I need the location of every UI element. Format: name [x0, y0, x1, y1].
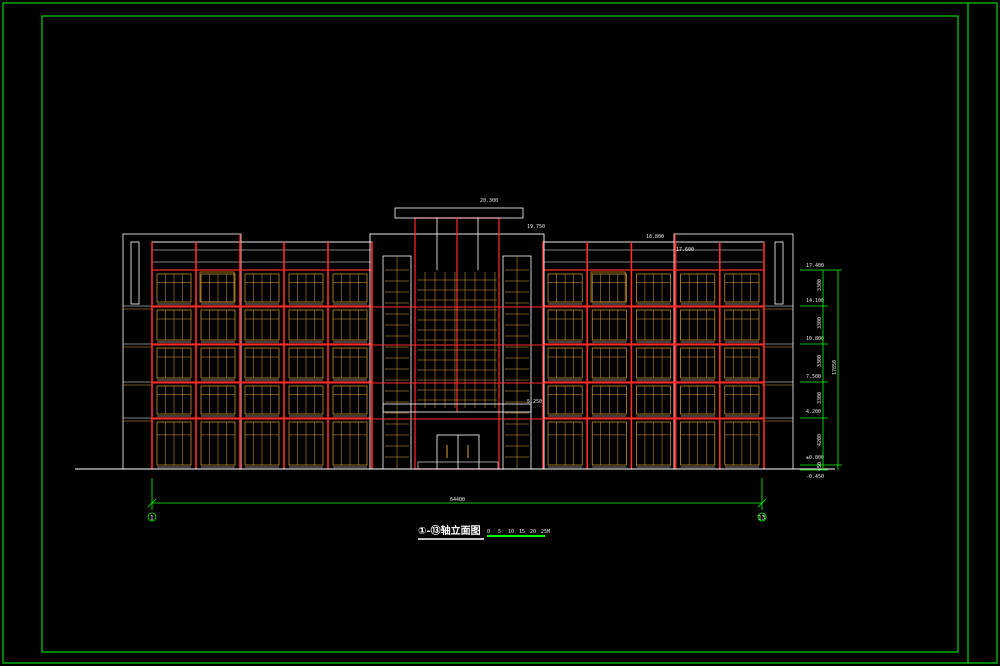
left-tall-window — [130, 241, 140, 305]
total-height-label: 17850 — [832, 360, 838, 375]
building-elevation — [122, 207, 794, 470]
level-label: ±0.000 — [806, 455, 824, 461]
level-label: 17.400 — [806, 263, 824, 269]
dim-label: 450 — [817, 462, 823, 471]
entrance-canopy — [382, 403, 532, 413]
dim-label: 3300 — [817, 279, 823, 291]
drawing-title: ①-⑬轴立面图 — [418, 524, 481, 537]
dim-label: 3300 — [817, 355, 823, 367]
scale-label: 15 — [519, 529, 525, 535]
left-end-block — [122, 233, 242, 470]
dim-label: 3300 — [817, 317, 823, 329]
right-tall-window — [774, 241, 784, 305]
inner-frame — [41, 15, 959, 653]
parapet-elevation: 19.750 — [527, 224, 545, 230]
roof-canopy — [394, 207, 524, 219]
level-label: 7.500 — [806, 374, 821, 380]
scale-label: 5 — [498, 529, 501, 535]
level-label: 4.200 — [806, 409, 821, 415]
dim-label: 3300 — [817, 392, 823, 404]
axis-bubble-left: 1 — [147, 512, 157, 522]
side-parapet-elevation: 18.800 — [646, 234, 664, 240]
roof-top-elevation: 20.300 — [480, 198, 498, 204]
horizontal-dimension — [147, 478, 767, 510]
level-label: 14.100 — [806, 298, 824, 304]
dim-label: 4200 — [817, 434, 823, 446]
overall-dimension: 64400 — [450, 497, 465, 503]
vertical-dimensions — [800, 269, 842, 471]
scale-label: 10 — [508, 529, 514, 535]
level-labels: 17.400 14.100 10.800 7.500 4.200 ±0.000 … — [806, 263, 824, 480]
svg-text:13: 13 — [758, 515, 766, 522]
level-label: -0.450 — [806, 474, 824, 480]
segment-dim-labels: 3300 3300 3300 3300 4200 450 17850 — [817, 279, 838, 471]
scale-bar-labels: 0 5 10 15 20 25M — [487, 529, 550, 535]
right-parapet-elevation: 17.600 — [676, 247, 694, 253]
axis-bubble-right: 13 — [757, 512, 767, 522]
canopy-elevation: 5.250 — [527, 399, 542, 405]
scale-label: 20 — [530, 529, 536, 535]
upper-window — [199, 271, 235, 303]
upper-window — [590, 271, 626, 303]
scale-label: 25M — [541, 529, 550, 535]
svg-text:1: 1 — [150, 515, 154, 522]
scale-label: 0 — [487, 529, 490, 535]
level-label: 10.800 — [806, 336, 824, 342]
